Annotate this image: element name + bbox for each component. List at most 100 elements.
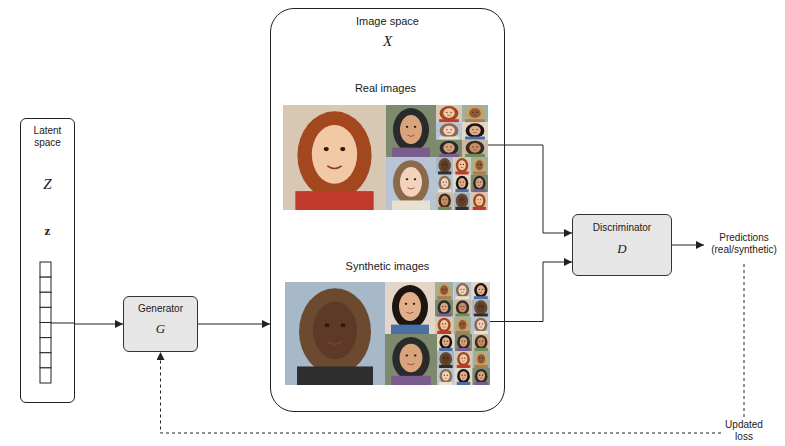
tile-ground [453,192,470,210]
latent-space-box: Latent spaceZz [20,118,75,403]
hair [456,300,469,315]
tile-ground [436,175,453,193]
hair [475,369,488,383]
tile-ground [472,282,490,299]
face [458,285,466,295]
mouth [447,132,451,133]
face-tile [462,105,488,122]
eye [444,375,445,376]
eye [450,112,451,113]
eye [476,112,477,113]
hair [466,106,485,121]
vector-stub [51,323,75,324]
hair [440,106,459,121]
eye [447,358,448,359]
mouth [462,377,464,378]
face [460,337,468,347]
shoulders [474,296,488,299]
mouth [480,343,482,344]
eye [463,289,464,290]
hair [297,111,371,199]
face [441,196,449,206]
flow-arrow [75,324,123,325]
face-tile [455,368,473,385]
shoulders [295,191,373,210]
face-tile [453,317,471,334]
face-tile [386,157,436,210]
eye [414,126,417,128]
hair [473,176,485,191]
mouth [408,188,415,189]
tile-ground [472,334,490,351]
shoulders [391,325,429,334]
face-tile [472,282,490,299]
tile-ground [437,334,455,351]
tile-ground [453,157,470,175]
shoulders [455,171,468,174]
shoulders [391,376,431,385]
face-tile [472,368,490,385]
shoulders [439,382,452,385]
face [477,320,485,330]
node-title: Real images [283,82,488,95]
edge-label: Updated loss [721,418,767,444]
tile-ground [435,299,453,316]
node-title: Predictions (real/synthetic) [706,232,782,256]
face [443,143,454,153]
tile-ground [436,140,462,157]
eye [477,164,478,165]
face [442,371,450,381]
face-tile [435,299,453,316]
face-tile [455,351,473,368]
tile-ground [471,192,488,210]
face [442,354,450,364]
tile-ground [472,317,490,334]
face [443,108,454,118]
face-tile [472,334,490,351]
hair [473,158,485,173]
hair [438,193,450,208]
eye [480,199,481,200]
eye [447,341,448,342]
face [399,292,421,321]
face-tile [471,157,488,175]
tile-ground [437,368,455,385]
eye [414,178,417,180]
mouth [461,326,464,327]
mouth [443,184,445,185]
vector-cell [40,368,51,383]
face [458,160,466,170]
image-space-box: Image spaceXReal imagesSynthetic images [270,8,505,412]
eye [461,375,462,376]
node-symbol: Z [21,175,74,193]
hair [438,300,451,315]
face-tile [472,317,490,334]
eye [482,341,483,342]
face-tile [472,351,490,368]
shoulders [392,148,430,157]
eye [463,164,464,165]
face-tile [453,299,471,316]
vector-cell [40,307,51,322]
tile-ground [436,192,453,210]
hair [474,300,487,315]
eye [463,181,464,182]
mouth [328,342,342,345]
eye [461,341,462,342]
node-title: Latent space [21,125,74,149]
node-title: Generator [124,303,197,315]
face [312,125,357,184]
eye [477,199,478,200]
eye [463,323,464,324]
mouth [443,167,445,168]
eye [482,323,483,324]
shoulders [465,137,485,140]
hair [456,158,468,173]
vector-cell [40,262,51,277]
hair [456,283,469,298]
face [440,320,448,330]
hair [457,352,470,366]
tile-ground [455,334,473,351]
eye [472,129,473,130]
tile-ground [436,122,462,139]
